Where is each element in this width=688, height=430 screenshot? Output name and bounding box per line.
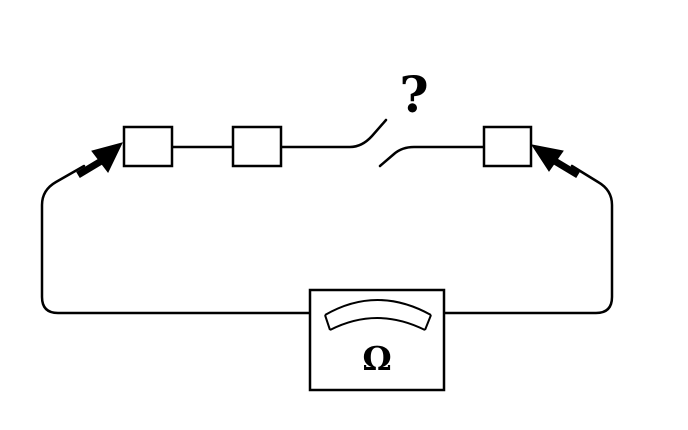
ohmmeter-icon: Ω — [308, 288, 446, 392]
component-box-1 — [122, 125, 174, 168]
meter-scale-inner — [329, 317, 426, 331]
left-probe-lead — [40, 164, 312, 315]
unknown-mark: ? — [399, 65, 428, 124]
right-probe-lead — [442, 164, 614, 315]
meter-unit-label: Ω — [362, 339, 391, 378]
component-box-2 — [231, 125, 283, 168]
meter-case — [308, 288, 446, 392]
component-box-3 — [482, 125, 533, 168]
right-probe-icon — [530, 144, 580, 179]
wire-segment-3 — [378, 145, 485, 168]
left-probe-icon — [76, 142, 123, 179]
meter-scale-outer — [324, 299, 432, 316]
wire-segment-2 — [280, 118, 388, 149]
